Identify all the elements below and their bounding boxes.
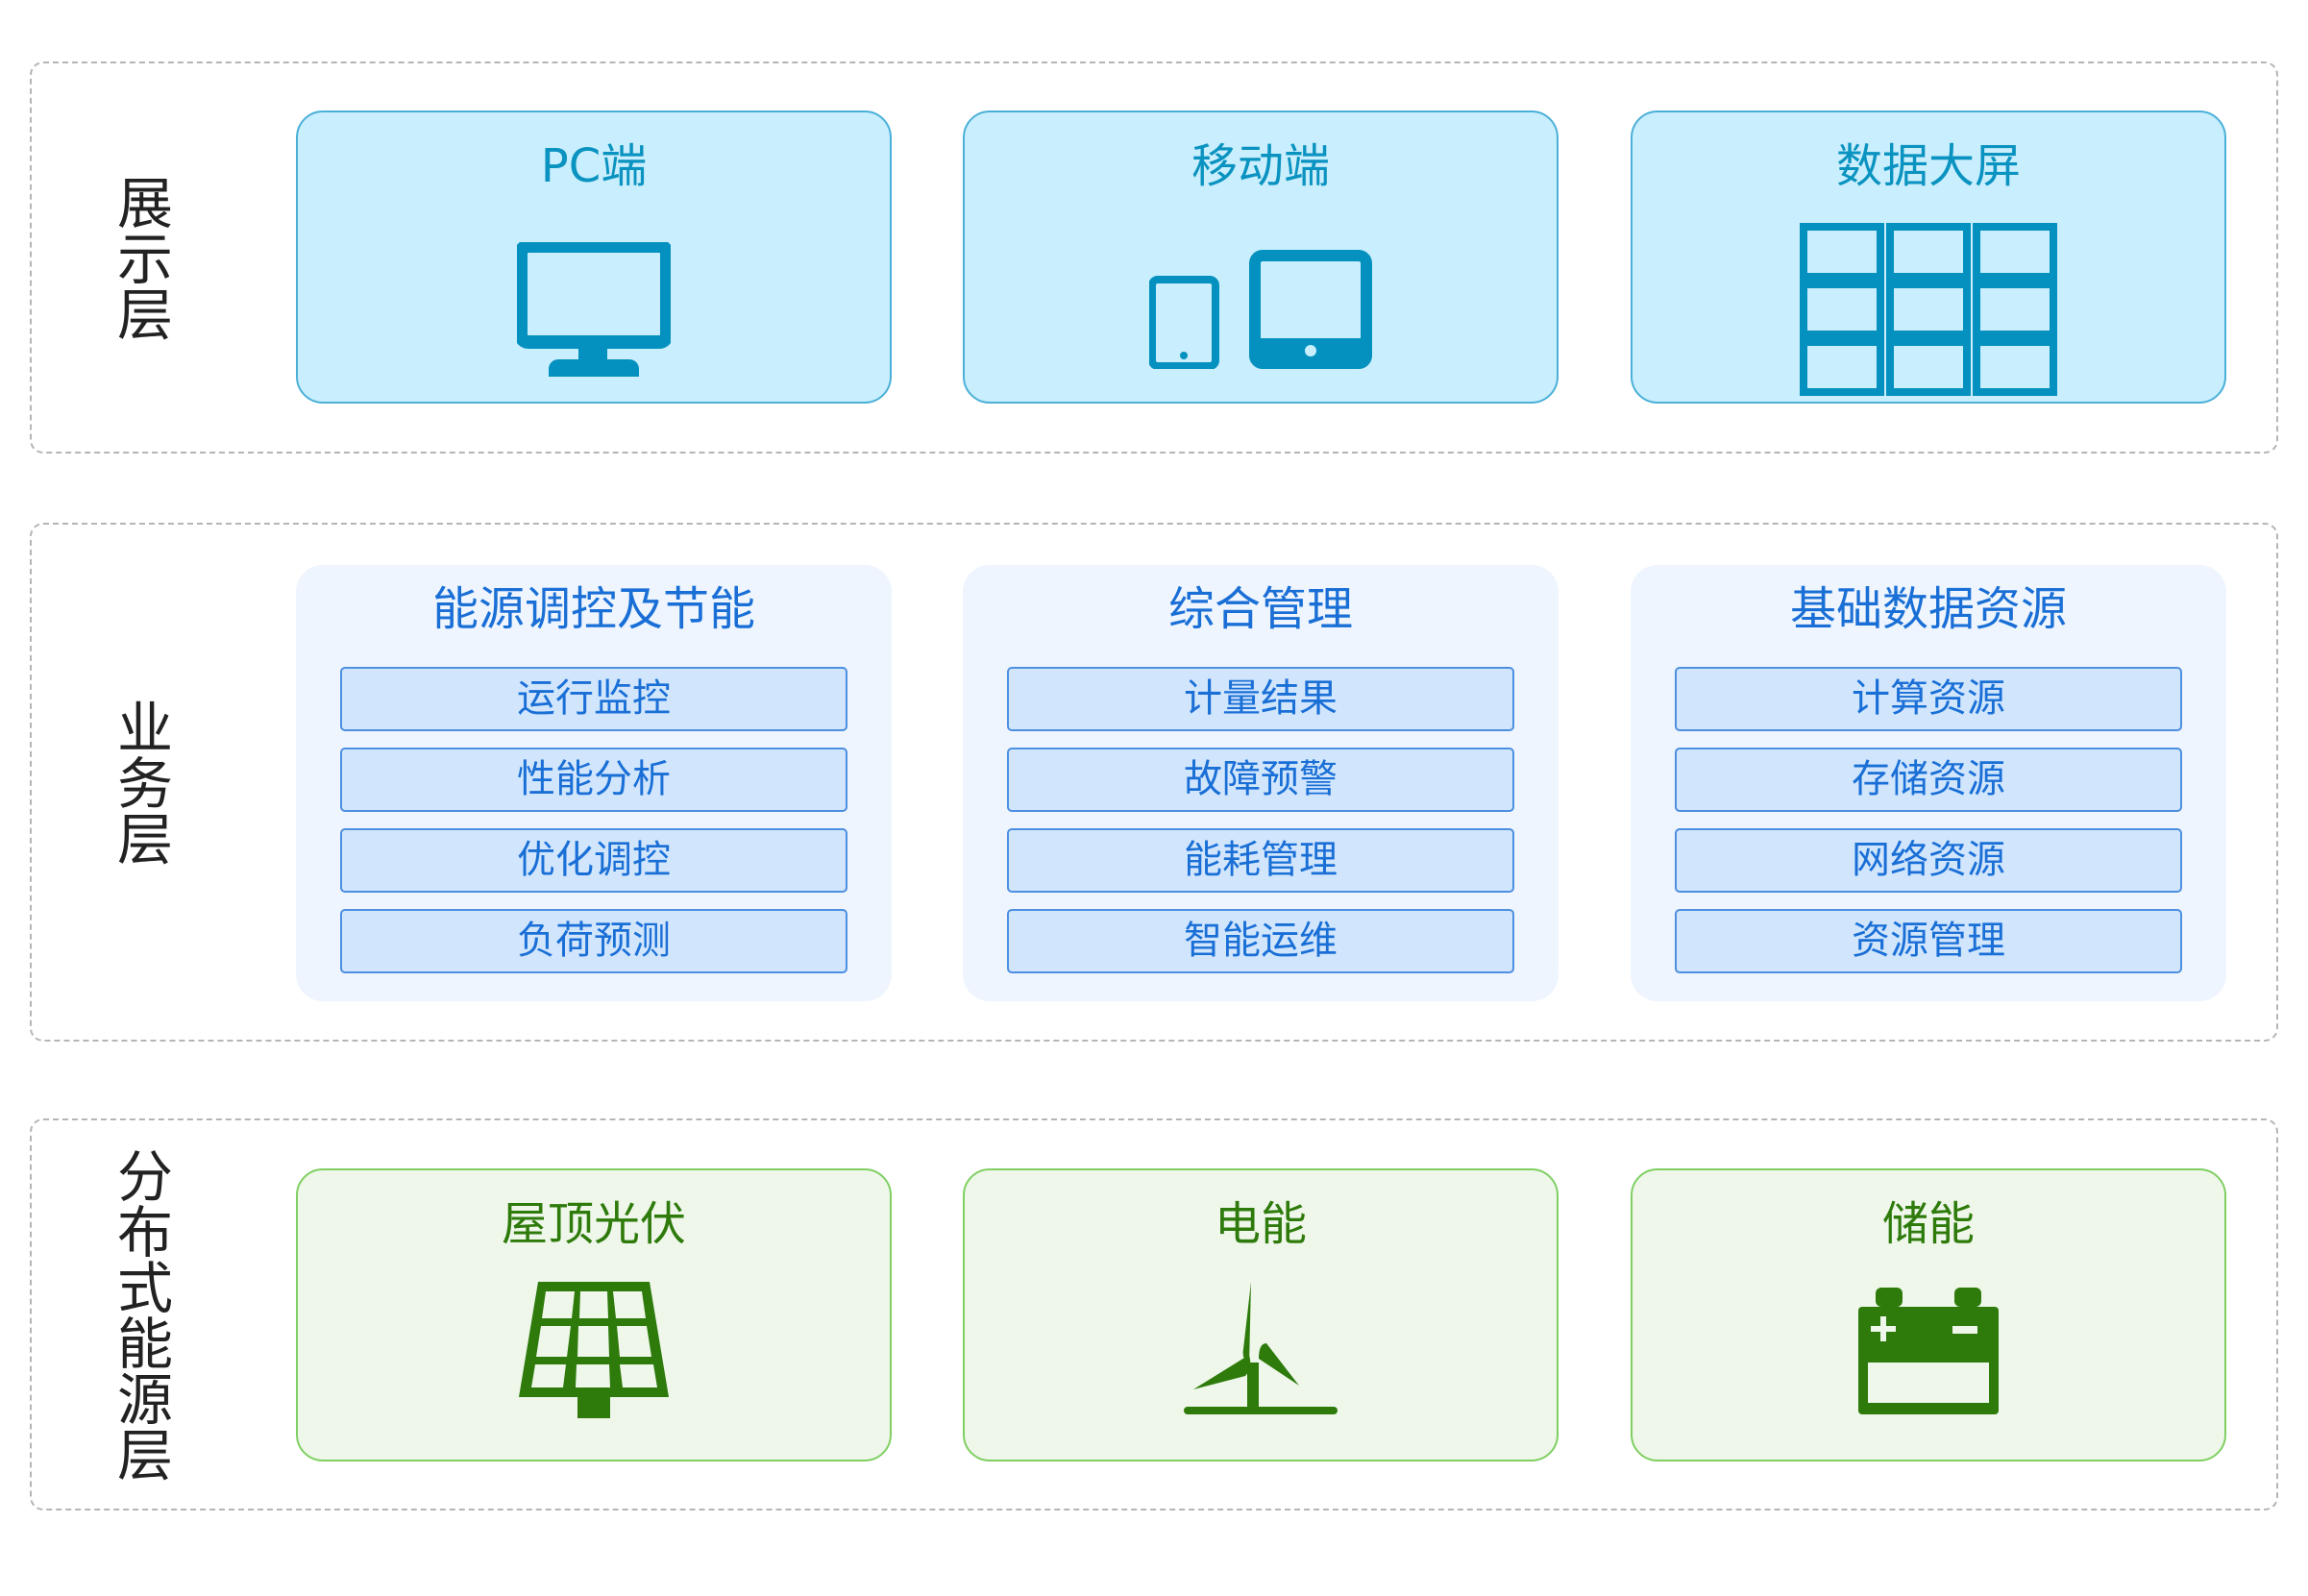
card-title: PC端: [540, 139, 648, 193]
module-item[interactable]: 网络资源: [1675, 828, 2182, 893]
wind-turbine-icon: [1184, 1282, 1338, 1414]
distributed-energy-layer: [30, 1118, 2278, 1510]
module-item[interactable]: 计量结果: [1007, 667, 1514, 731]
mobile-tablet-icon: [1149, 250, 1372, 369]
module-item[interactable]: 能耗管理: [1007, 828, 1514, 893]
card-title: 储能: [1881, 1197, 1975, 1251]
module-item[interactable]: 运行监控: [340, 667, 847, 731]
module-item[interactable]: 资源管理: [1675, 909, 2182, 973]
module-item[interactable]: 故障预警: [1007, 748, 1514, 812]
card-energy-control: 能源调控及节能 运行监控 性能分析 优化调控 负荷预测: [296, 565, 892, 1001]
card-title: 数据大屏: [1835, 139, 2021, 193]
card-title: 基础数据资源: [1789, 582, 2067, 636]
layer-label: 分布式能源层: [100, 1118, 173, 1510]
module-item[interactable]: 性能分析: [340, 748, 847, 812]
layer-label-text: 展示层: [108, 174, 173, 341]
layer-label: 展示层: [100, 61, 173, 454]
card-title: 综合管理: [1167, 582, 1353, 636]
card-title: 能源调控及节能: [431, 582, 755, 636]
layer-label: 业务层: [100, 523, 173, 1042]
card-title: 屋顶光伏: [501, 1197, 686, 1251]
card-pc: PC端: [296, 110, 892, 404]
module-item[interactable]: 智能运维: [1007, 909, 1514, 973]
video-wall-icon: [1800, 223, 2057, 396]
module-item[interactable]: 计算资源: [1675, 667, 2182, 731]
business-layer: [30, 523, 2278, 1042]
layer-label-text: 分布式能源层: [108, 1147, 173, 1482]
card-energy-storage: 储能: [1631, 1168, 2226, 1461]
solar-panel-icon: [519, 1282, 669, 1418]
presentation-layer: [30, 61, 2278, 454]
card-big-screen: 数据大屏: [1631, 110, 2226, 404]
layer-label-text: 业务层: [108, 699, 173, 866]
monitor-icon: [517, 242, 671, 377]
card-electric-energy: 电能: [963, 1168, 1559, 1461]
module-item[interactable]: 负荷预测: [340, 909, 847, 973]
card-base-data-resources: 基础数据资源 计算资源 存储资源 网络资源 资源管理: [1631, 565, 2226, 1001]
battery-icon: [1858, 1288, 1999, 1414]
card-integrated-management: 综合管理 计量结果 故障预警 能耗管理 智能运维: [963, 565, 1559, 1001]
card-title: 电能: [1214, 1197, 1307, 1251]
module-item[interactable]: 优化调控: [340, 828, 847, 893]
module-item[interactable]: 存储资源: [1675, 748, 2182, 812]
card-rooftop-pv: 屋顶光伏: [296, 1168, 892, 1461]
card-mobile: 移动端: [963, 110, 1559, 404]
card-title: 移动端: [1191, 139, 1330, 193]
